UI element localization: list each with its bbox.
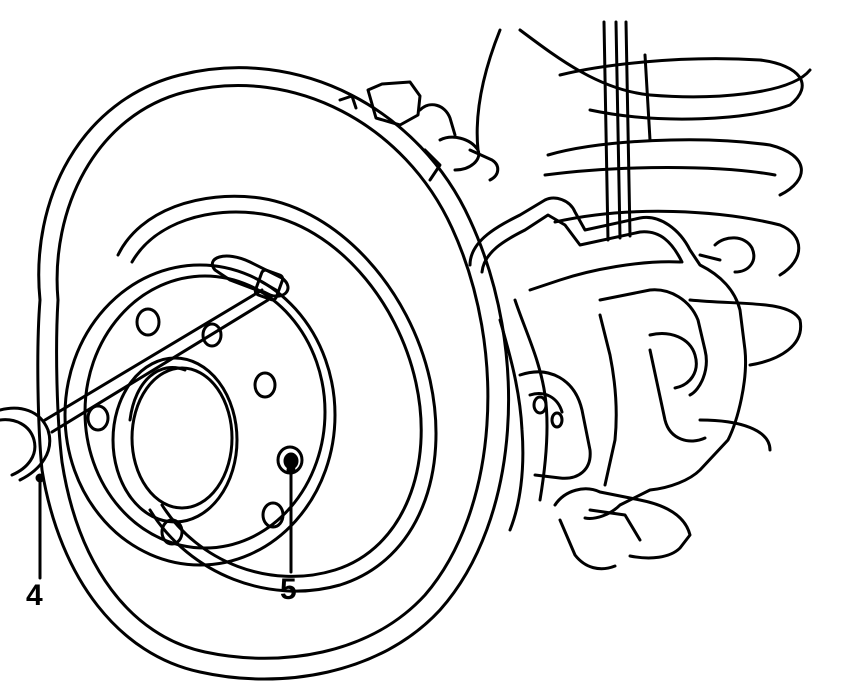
disc-hub (63, 263, 337, 567)
callout-5-label: 5 (280, 573, 297, 606)
adjuster-slot (211, 254, 290, 302)
wheel-stud-holes (86, 307, 285, 546)
callout-leaders (35, 465, 296, 580)
coil-spring (475, 28, 812, 452)
upper-fitting (338, 80, 500, 182)
brake-caliper (468, 20, 756, 571)
screwdriver (0, 288, 270, 482)
brake-disc (36, 66, 511, 681)
callout-4-label: 4 (26, 579, 43, 612)
